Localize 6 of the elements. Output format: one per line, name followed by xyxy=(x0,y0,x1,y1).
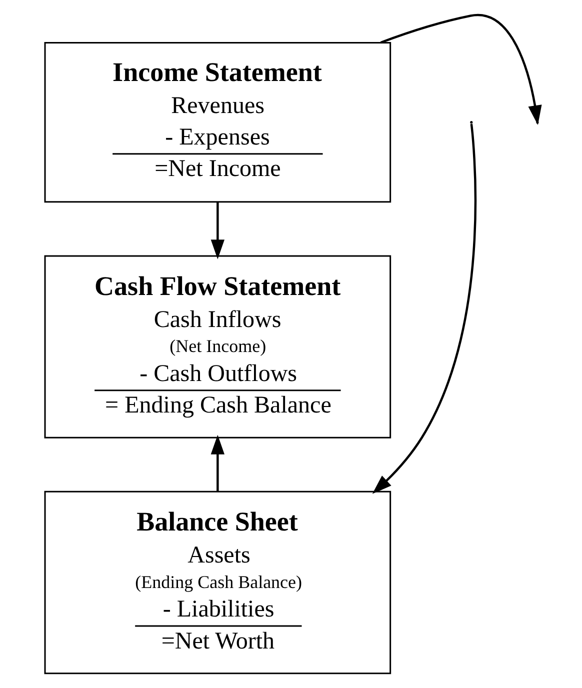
node-box: Cash Flow Statement Cash Inflows (Net Income) - Cash Outflows = Ending Cash Balance xyxy=(44,255,391,438)
arrow xyxy=(210,202,224,260)
node-box: Balance Sheet Assets (Ending Cash Balance) - Liabilities =Net Worth xyxy=(44,490,391,674)
node-box: Income Statement Revenues - Expenses =Net Income xyxy=(44,42,391,203)
arrow xyxy=(372,124,476,494)
arrow xyxy=(210,434,224,492)
